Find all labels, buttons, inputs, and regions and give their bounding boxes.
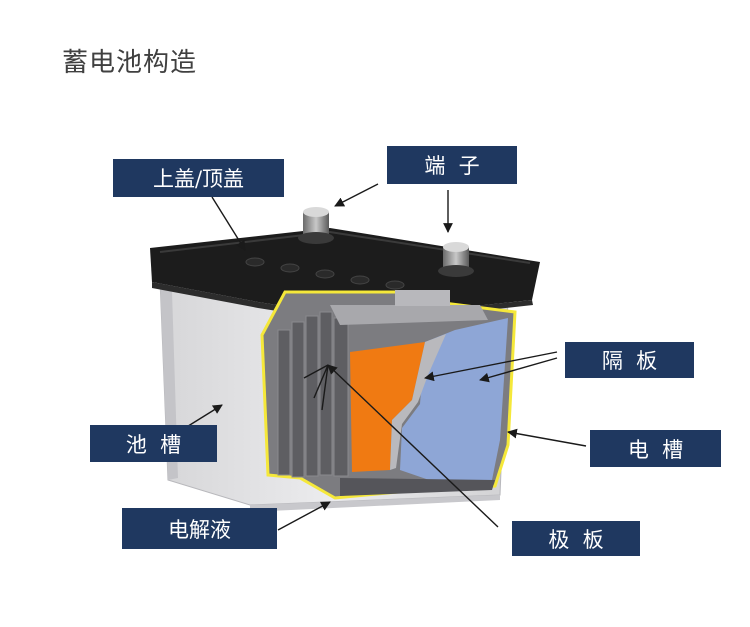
terminal-posts <box>298 207 474 277</box>
label-cell-groove: 池 槽 <box>90 425 217 462</box>
label-electrolyte: 电解液 <box>122 508 277 549</box>
label-plate: 极 板 <box>512 521 640 556</box>
arrow-top-cover <box>211 196 246 251</box>
arrow-separator-2 <box>479 357 558 383</box>
arrow-plate-c <box>321 364 329 411</box>
label-separator: 隔 板 <box>565 342 694 378</box>
arrow-terminal-left <box>334 183 379 207</box>
label-container: 电 槽 <box>590 430 721 467</box>
arrow-cell-groove <box>184 404 223 429</box>
arrow-container <box>507 428 587 447</box>
label-top-cover: 上盖/顶盖 <box>113 159 284 197</box>
cutaway <box>260 290 517 500</box>
label-terminal: 端 子 <box>387 146 517 184</box>
arrow-plate-b <box>313 364 329 399</box>
arrow-electrolyte <box>277 501 331 531</box>
arrow-plate-a <box>303 364 329 379</box>
arrow-plate-main <box>327 364 499 528</box>
pointer-arrows <box>184 183 587 531</box>
page-title: 蓄电池构造 <box>62 48 198 78</box>
arrow-separator-1 <box>424 351 558 382</box>
